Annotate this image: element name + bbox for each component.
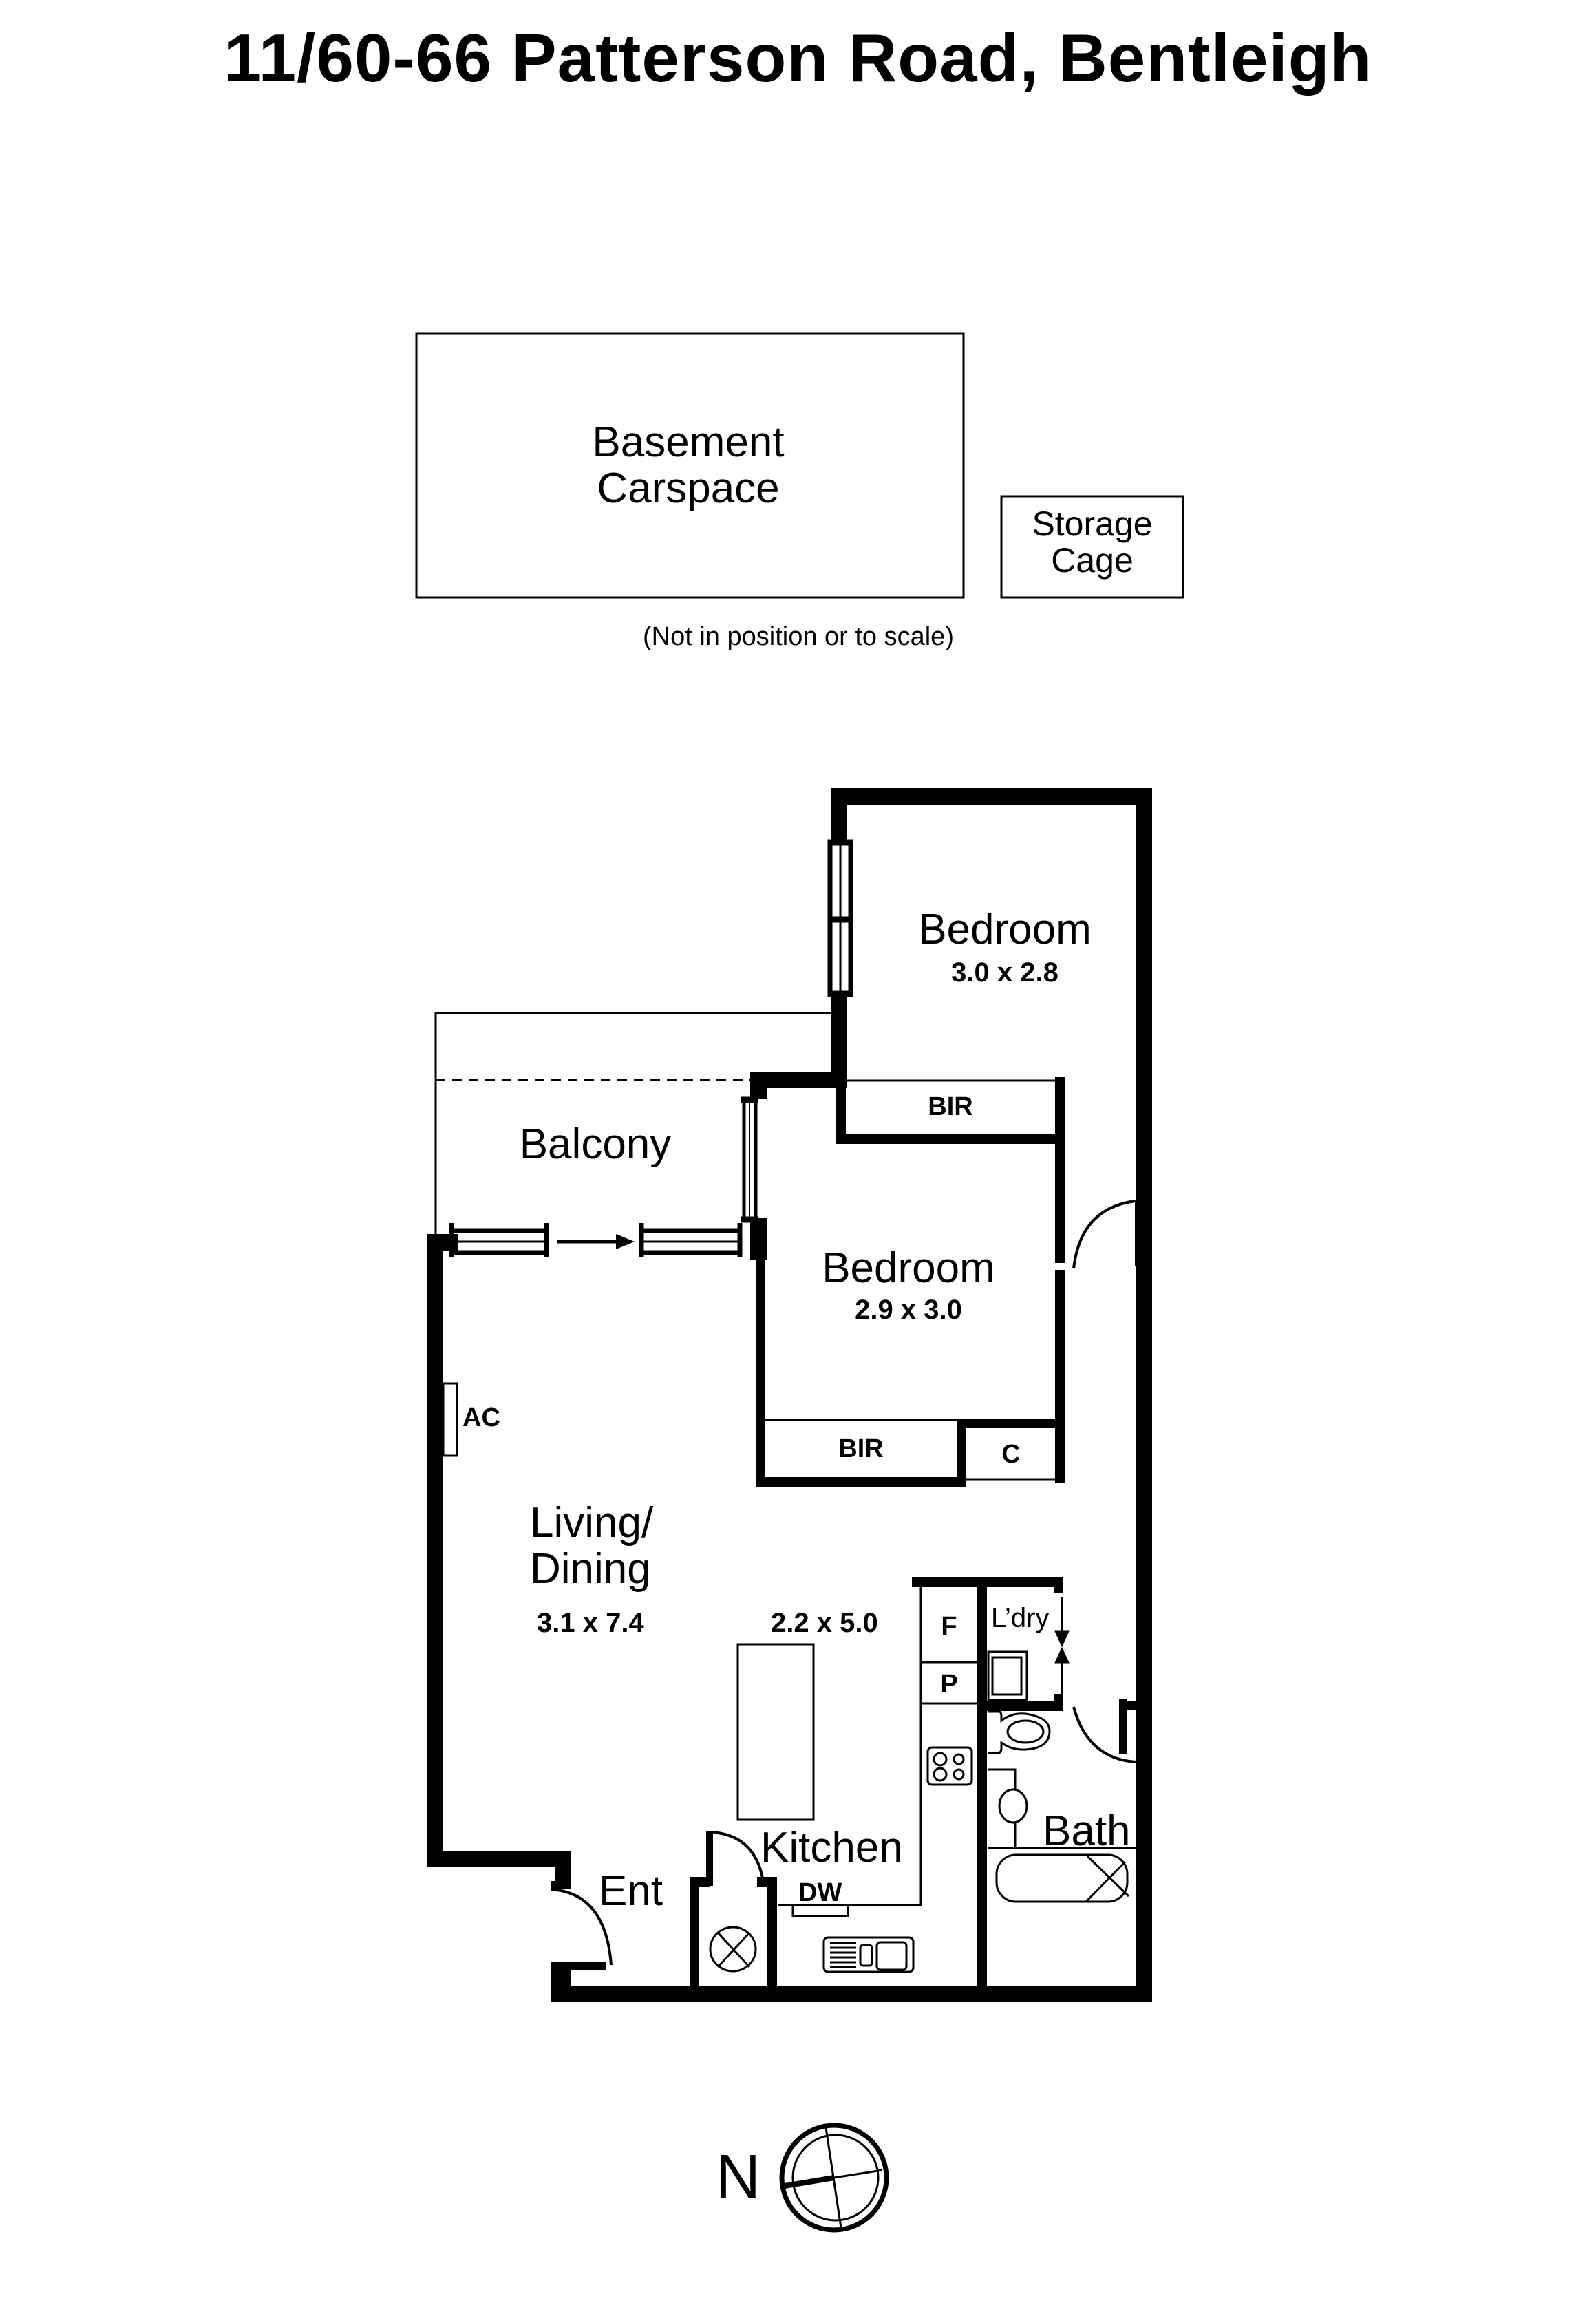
- fridge-label: F: [941, 1612, 957, 1641]
- bir2-label: BIR: [838, 1434, 884, 1463]
- bedroom1-window: [827, 839, 853, 997]
- balcony-outline: [434, 1012, 840, 1244]
- laundry-door: [1054, 1597, 1070, 1697]
- bath-label: Bath: [1043, 1807, 1131, 1855]
- carspace-box: [415, 332, 965, 599]
- toilet: [988, 1710, 1051, 1754]
- fixtures: [709, 1650, 1136, 1973]
- exterior-walls: [427, 788, 1152, 2002]
- sliding-door: [449, 1223, 743, 1257]
- dishwasher-label: DW: [798, 1878, 842, 1907]
- page-title: 11/60-66 Patterson Road, Bentleigh: [224, 20, 1372, 96]
- kitchen-dims: 2.2 x 5.0: [771, 1608, 878, 1638]
- entry-label: Ent: [599, 1867, 663, 1915]
- cooktop: [926, 1746, 973, 1786]
- bedroom2-label: Bedroom: [822, 1244, 995, 1292]
- ac-label: AC: [462, 1403, 500, 1432]
- kitchen-label: Kitchen: [760, 1824, 903, 1871]
- bathtub: [995, 1853, 1130, 1903]
- carspace-label-line2: Carspace: [597, 464, 780, 512]
- living-dims: 3.1 x 7.4: [537, 1608, 644, 1638]
- door-swings: [550, 1200, 1141, 1966]
- carspace-label: Basement Carspace: [537, 418, 840, 512]
- not-to-scale-note: (Not in position or to scale): [643, 622, 954, 651]
- storage-cage-box: [1000, 495, 1184, 599]
- storage-label-line1: Storage: [1032, 504, 1153, 543]
- kitchen-sink: [822, 1936, 915, 1973]
- windows: [449, 839, 853, 1257]
- storage-cage-label: Storage Cage: [1001, 506, 1183, 578]
- compass-icon: [779, 2123, 889, 2233]
- joinery-lines: [442, 1079, 1055, 1917]
- pantry-label: P: [940, 1670, 958, 1699]
- balcony-label: Balcony: [519, 1120, 672, 1168]
- cupboard-label: C: [1001, 1440, 1021, 1469]
- bedroom1-label: Bedroom: [918, 906, 1092, 953]
- north-label: N: [716, 2143, 760, 2211]
- bedroom2-dims: 2.9 x 3.0: [855, 1295, 962, 1325]
- hot-water-unit: [709, 1926, 757, 1973]
- living-label-line1: Living/: [530, 1499, 654, 1547]
- living-label-line2: Dining: [530, 1544, 651, 1593]
- living-label: Living/ Dining: [530, 1500, 653, 1593]
- bedroom1-dims: 3.0 x 2.8: [951, 957, 1058, 988]
- bir1-label: BIR: [928, 1092, 973, 1121]
- bedroom2-window: [741, 1096, 758, 1223]
- laundry-label: L’dry: [991, 1603, 1050, 1633]
- carspace-label-line1: Basement: [592, 418, 785, 466]
- storage-label-line2: Cage: [1051, 540, 1134, 580]
- basin: [988, 1768, 1136, 1849]
- laundry-trough: [987, 1650, 1028, 1701]
